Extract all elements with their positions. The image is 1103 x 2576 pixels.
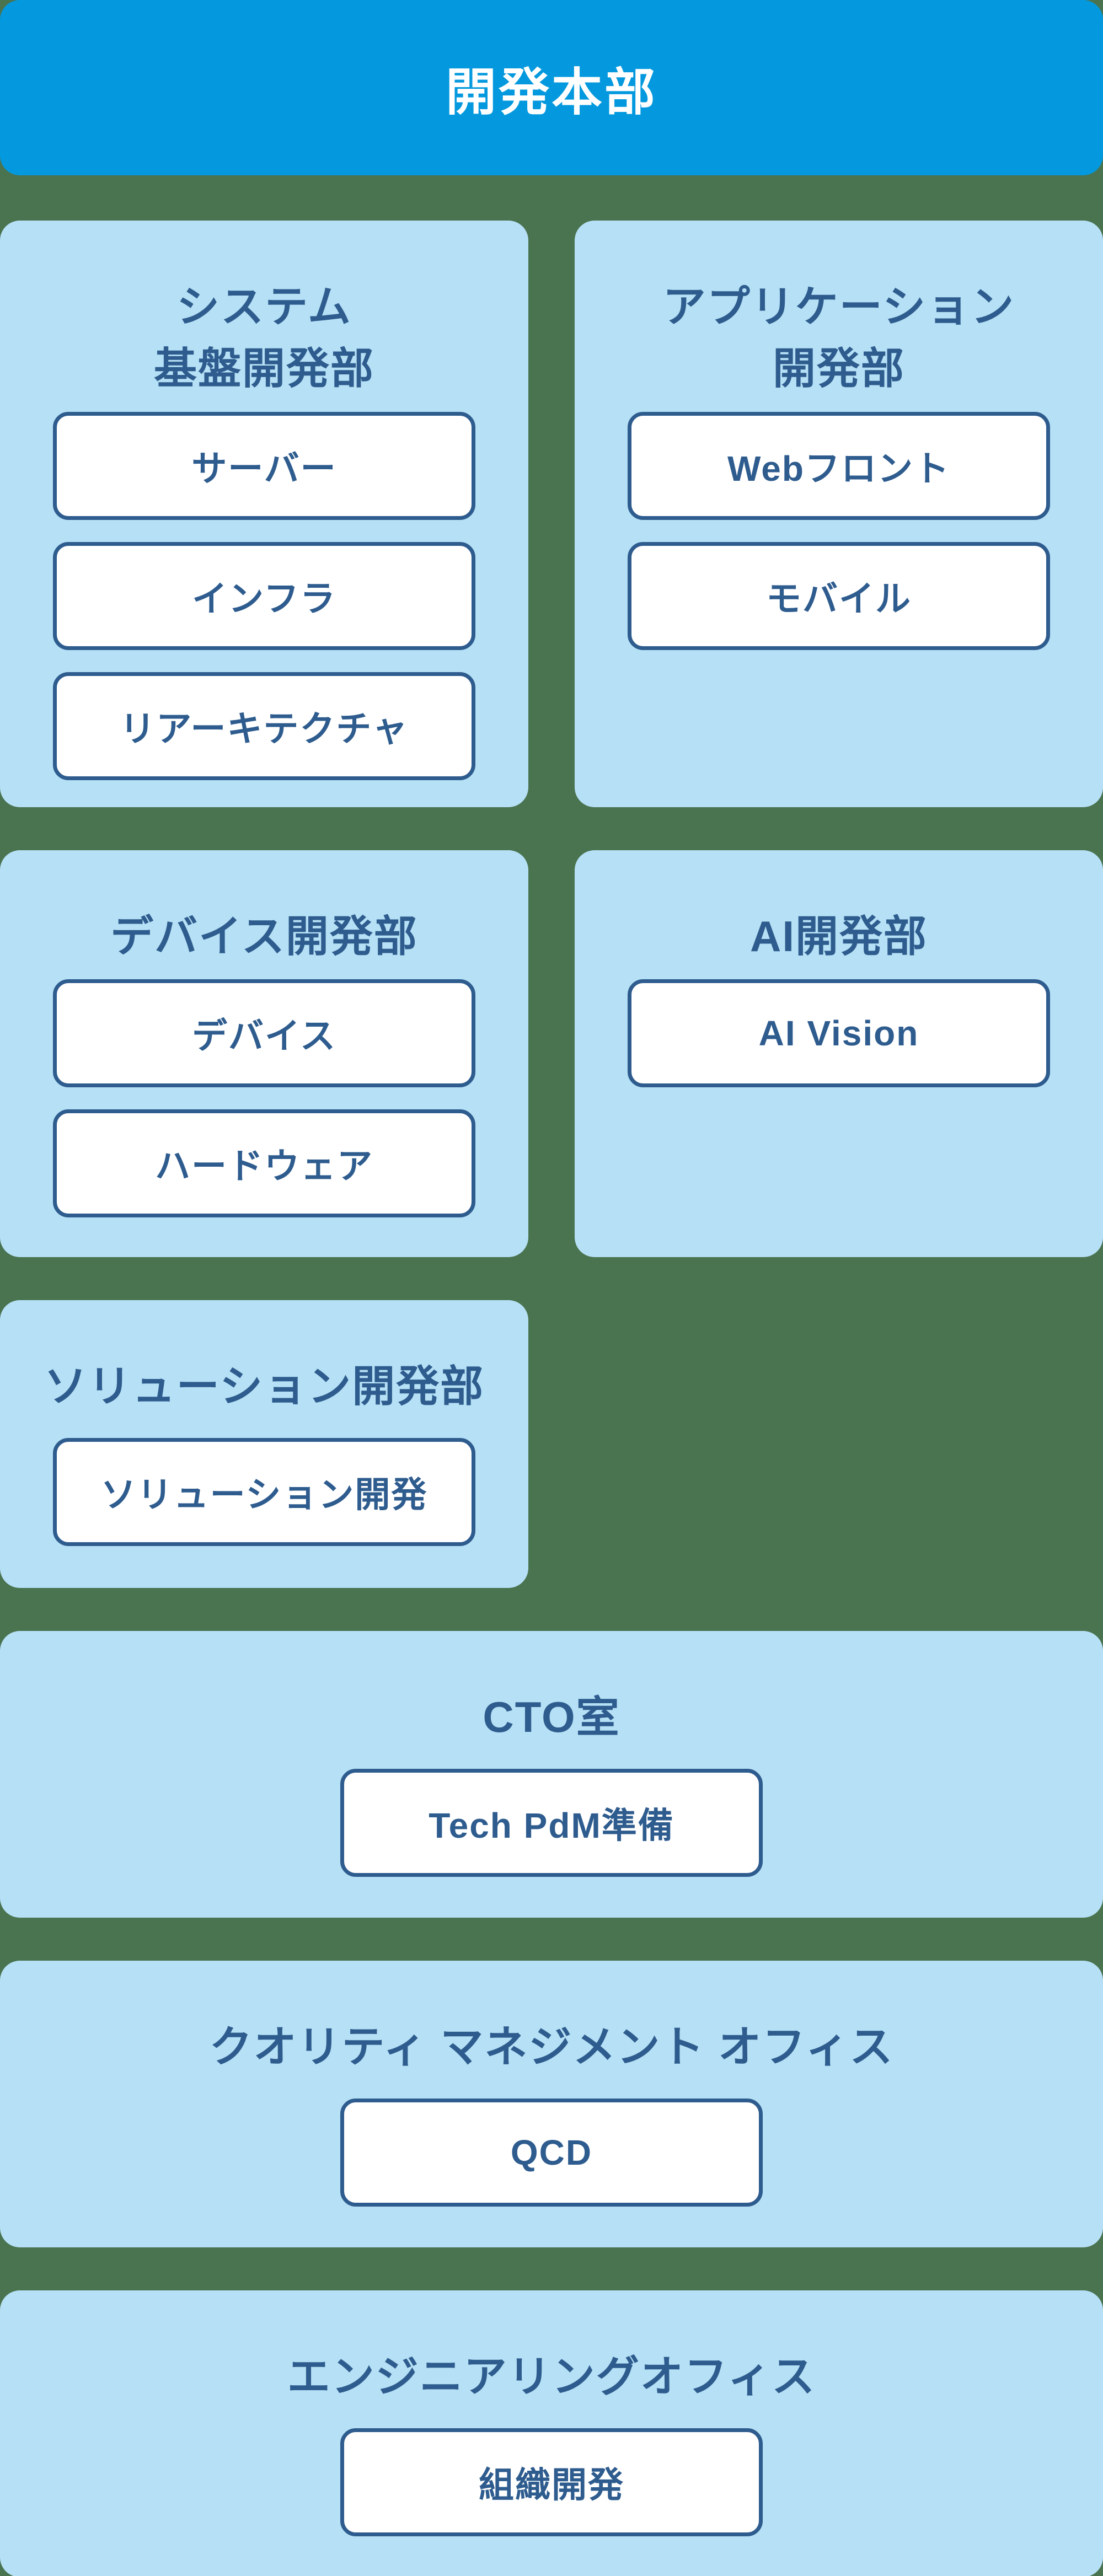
team-box-hardware: ハードウェア [53, 1109, 475, 1217]
team-box-solution-dev: ソリューション開発 [53, 1438, 475, 1546]
dept-title: システム 基盤開発部 [0, 276, 528, 399]
dept-card-system-infra: システム 基盤開発部 サーバー インフラ リアーキテクチャ [0, 221, 528, 807]
dept-title: AI開発部 [575, 905, 1103, 967]
dept-title-line1: デバイス開発部 [110, 912, 418, 960]
dept-title: アプリケーション 開発部 [575, 276, 1103, 399]
dept-card-cto: CTO室 Tech PdM準備 [0, 1631, 1103, 1918]
team-box-server: サーバー [53, 412, 475, 520]
dept-card-quality-management: クオリティ マネジメント オフィス QCD [0, 1961, 1103, 2247]
team-box-infra: インフラ [53, 542, 475, 650]
dept-title: CTO室 [0, 1686, 1103, 1748]
dept-title-line2: 基盤開発部 [153, 344, 374, 393]
team-box-device: デバイス [53, 979, 475, 1087]
team-box-mobile: モバイル [628, 542, 1050, 650]
dept-title-line1: CTO室 [483, 1693, 620, 1741]
dept-card-ai: AI開発部 AI Vision [575, 850, 1103, 1257]
team-box-ai-vision: AI Vision [628, 979, 1050, 1087]
team-box-org-dev: 組織開発 [340, 2428, 763, 2536]
dept-title-line1: エンジニアリングオフィス [287, 2352, 816, 2401]
dept-card-application: アプリケーション 開発部 Webフロント モバイル [575, 221, 1103, 807]
team-box-webfront: Webフロント [628, 412, 1050, 520]
dept-card-solution: ソリューション開発部 ソリューション開発 [0, 1300, 528, 1588]
team-box-qcd: QCD [340, 2099, 763, 2207]
dept-title-line1: ソリューション開発部 [44, 1362, 485, 1410]
org-header: 開発本部 [0, 0, 1103, 175]
dept-title-line2: 開発部 [772, 344, 905, 393]
dept-card-device: デバイス開発部 デバイス ハードウェア [0, 850, 528, 1257]
dept-title-line1: AI開発部 [749, 912, 928, 960]
dept-title-line1: クオリティ マネジメント オフィス [209, 2022, 894, 2071]
dept-title-line1: システム [176, 282, 352, 331]
dept-title: エンジニアリングオフィス [0, 2346, 1103, 2407]
org-header-title: 開発本部 [445, 64, 657, 121]
team-box-tech-pdm: Tech PdM準備 [340, 1769, 763, 1877]
dept-title: デバイス開発部 [0, 905, 528, 967]
dept-card-engineering-office: エンジニアリングオフィス 組織開発 [0, 2290, 1103, 2576]
dept-title: ソリューション開発部 [0, 1355, 528, 1417]
team-box-rearchitecture: リアーキテクチャ [53, 672, 475, 780]
dept-title-line1: アプリケーション [662, 282, 1015, 331]
dept-title: クオリティ マネジメント オフィス [0, 2016, 1103, 2078]
